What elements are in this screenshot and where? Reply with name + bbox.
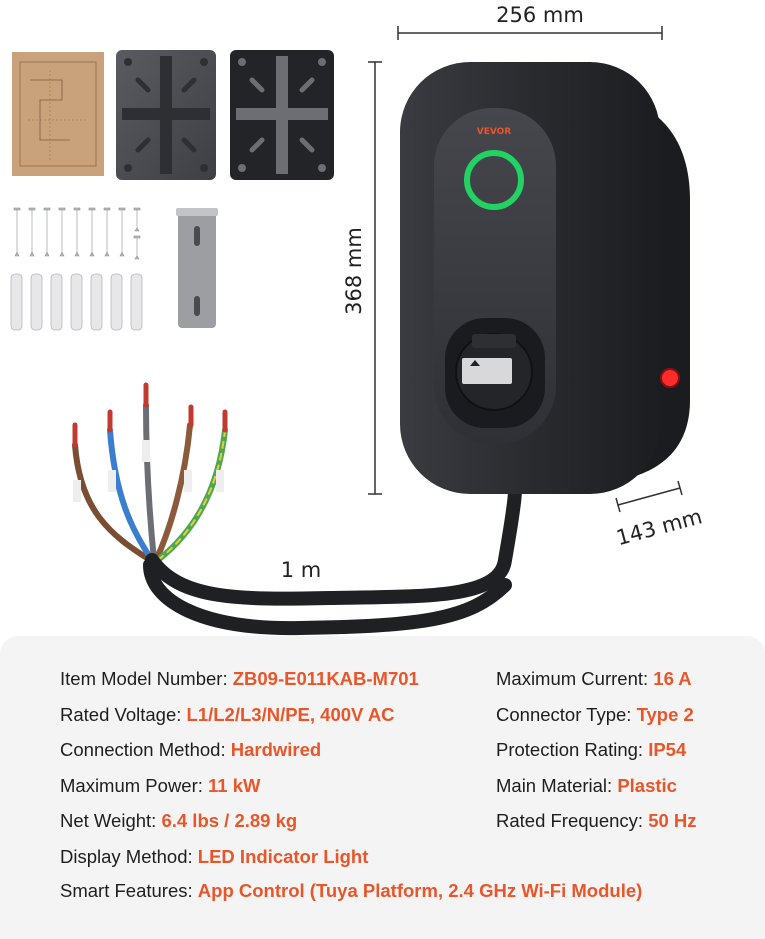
spec-label: Rated Frequency:	[496, 810, 644, 831]
spec-value: 16 A	[653, 668, 692, 689]
spec-display-method: Display Method: LED Indicator Light	[60, 846, 368, 868]
metal-bracket	[176, 208, 218, 328]
spec-rated-frequency: Rated Frequency: 50 Hz	[496, 810, 697, 832]
depth-dimension-label: 143 mm	[614, 504, 705, 550]
spec-protection-rating: Protection Rating: IP54	[496, 739, 686, 761]
spec-label: Smart Features:	[60, 880, 193, 901]
spec-label: Connector Type:	[496, 704, 632, 725]
mounting-template	[12, 52, 104, 176]
spec-label: Maximum Power:	[60, 775, 203, 796]
wall-anchors	[10, 273, 143, 331]
spec-model-number: Item Model Number: ZB09-E011KAB-M701	[60, 668, 419, 690]
type2-socket	[445, 318, 545, 428]
spec-value: Type 2	[636, 704, 694, 725]
product-illustration: VEVOR 256 mm 368 mm 143 mm 1 m	[10, 3, 705, 636]
spec-label: Main Material:	[496, 775, 613, 796]
spec-label: Maximum Current:	[496, 668, 649, 689]
status-indicator-ring	[464, 150, 524, 210]
spec-connection-method: Connection Method: Hardwired	[60, 739, 321, 761]
spec-label: Net Weight:	[60, 810, 157, 831]
dimension-lines	[368, 26, 683, 513]
spec-value: IP54	[648, 739, 687, 760]
height-dimension-label: 368 mm	[342, 227, 366, 315]
spec-net-weight: Net Weight: 6.4 lbs / 2.89 kg	[60, 810, 297, 832]
screws	[13, 207, 141, 260]
spec-value: 11 kW	[208, 775, 261, 796]
spec-value: 50 Hz	[648, 810, 697, 831]
main-cable	[145, 483, 522, 606]
brand-logo: VEVOR	[477, 127, 512, 137]
spec-label: Protection Rating:	[496, 739, 644, 760]
spec-label: Connection Method:	[60, 739, 226, 760]
spec-value: ZB09-E011KAB-M701	[232, 668, 419, 689]
spec-value: LED Indicator Light	[197, 846, 369, 867]
spec-label: Display Method:	[60, 846, 193, 867]
spec-label: Rated Voltage:	[60, 704, 182, 725]
spec-smart-features: Smart Features: App Control (Tuya Platfo…	[60, 880, 642, 902]
cable-wires	[72, 382, 228, 563]
spec-rated-voltage: Rated Voltage: L1/L2/L3/N/PE, 400V AC	[60, 704, 395, 726]
spec-connector-type: Connector Type: Type 2	[496, 704, 694, 726]
mounting-plate-black	[230, 50, 334, 180]
spec-value: Plastic	[617, 775, 677, 796]
ev-charger: VEVOR	[400, 62, 690, 494]
cable-length-label: 1 m	[281, 558, 322, 582]
emergency-button	[660, 368, 680, 388]
specification-card: Item Model Number: ZB09-E011KAB-M701 Rat…	[0, 636, 765, 939]
width-dimension-label: 256 mm	[496, 3, 584, 27]
spec-value: Hardwired	[230, 739, 322, 760]
spec-maximum-current: Maximum Current: 16 A	[496, 668, 692, 690]
mounting-plate-grey	[116, 50, 216, 180]
spec-value: L1/L2/L3/N/PE, 400V AC	[186, 704, 395, 725]
spec-value: App Control (Tuya Platform, 2.4 GHz Wi-F…	[197, 880, 643, 901]
spec-value: 6.4 lbs / 2.89 kg	[161, 810, 298, 831]
spec-label: Item Model Number:	[60, 668, 228, 689]
spec-main-material: Main Material: Plastic	[496, 775, 677, 797]
spec-maximum-power: Maximum Power: 11 kW	[60, 775, 260, 797]
